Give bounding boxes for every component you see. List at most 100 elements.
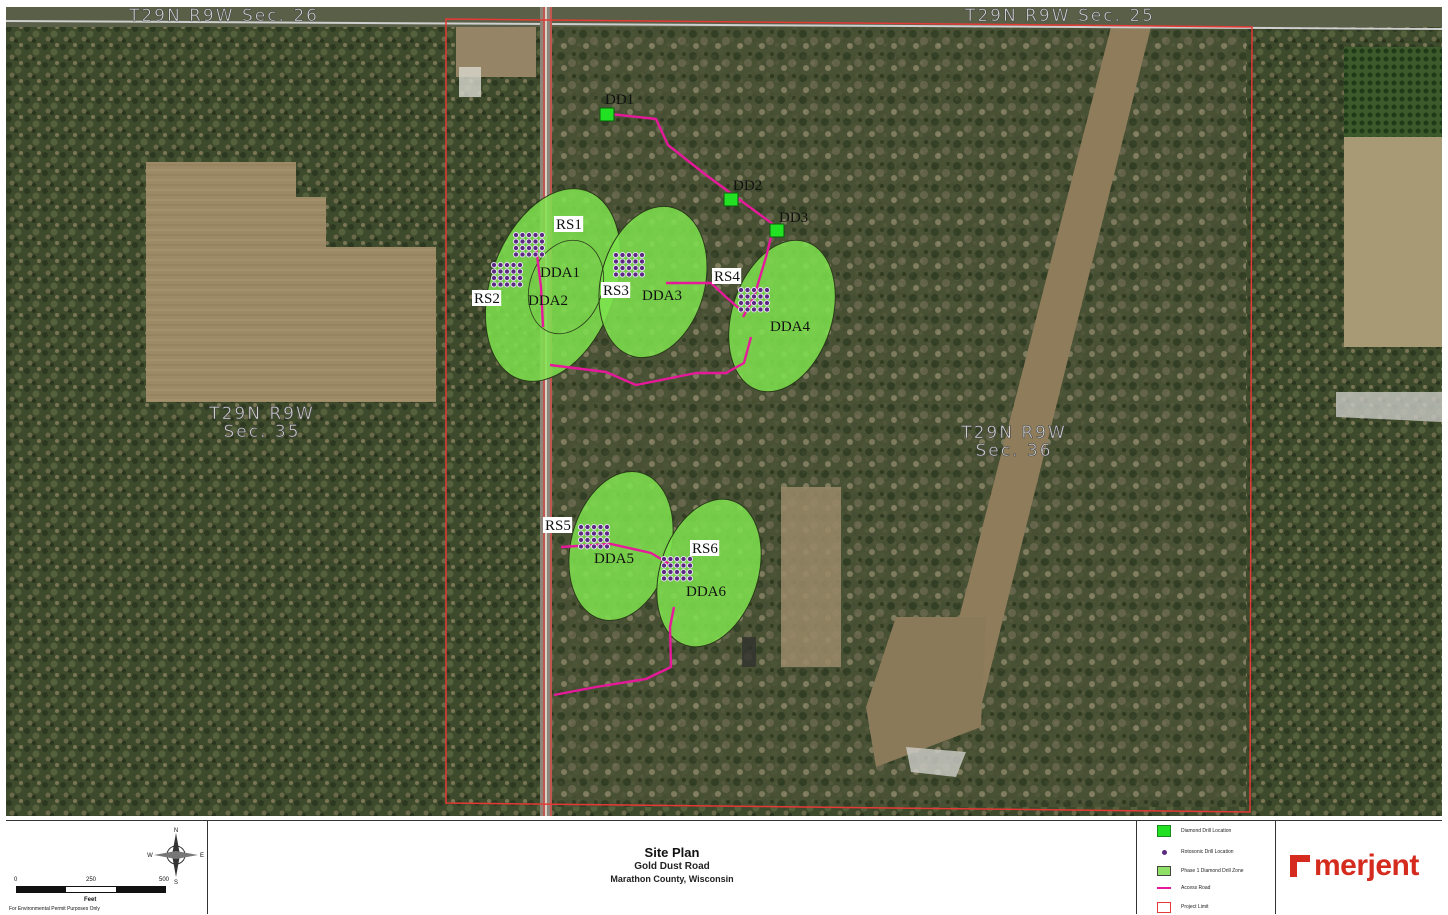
rotosonic-point[interactable] [632,251,639,259]
diamond-drill-3[interactable] [769,223,785,238]
rotosonic-point[interactable] [680,568,687,576]
rotosonic-point[interactable] [757,306,764,313]
rotosonic-point[interactable] [590,536,598,544]
rotosonic-point[interactable] [516,268,524,275]
rotosonic-point[interactable] [667,575,674,582]
rotosonic-grid-6[interactable] [660,555,694,582]
rotosonic-point[interactable] [525,238,533,245]
project-limit[interactable] [445,7,1253,816]
rotosonic-point[interactable] [632,271,639,278]
rotosonic-point[interactable] [660,575,668,582]
rotosonic-grid-4[interactable] [737,286,771,313]
rotosonic-point[interactable] [584,530,591,537]
rotosonic-point[interactable] [538,244,546,252]
rotosonic-point[interactable] [750,306,758,313]
rotosonic-point[interactable] [632,264,639,272]
rotosonic-point[interactable] [490,261,498,269]
rotosonic-point[interactable] [519,244,526,252]
rotosonic-point[interactable] [516,261,524,269]
rotosonic-point[interactable] [512,244,520,252]
rotosonic-grid-2[interactable] [490,261,524,288]
rotosonic-point[interactable] [737,293,745,300]
rotosonic-point[interactable] [525,251,533,258]
rotosonic-point[interactable] [667,568,674,576]
rotosonic-drill-locations[interactable] [490,231,771,582]
rotosonic-point[interactable] [603,523,611,531]
rotosonic-point[interactable] [763,293,771,300]
rotosonic-point[interactable] [597,523,604,531]
rotosonic-point[interactable] [490,274,498,282]
rotosonic-point[interactable] [680,555,687,563]
rotosonic-point[interactable] [686,568,694,576]
rotosonic-point[interactable] [737,306,745,313]
rotosonic-point[interactable] [638,251,646,259]
rotosonic-point[interactable] [512,231,520,239]
rotosonic-point[interactable] [519,231,526,239]
rotosonic-point[interactable] [497,268,504,275]
rotosonic-point[interactable] [525,244,533,252]
rotosonic-point[interactable] [638,264,646,272]
rotosonic-point[interactable] [619,258,626,265]
rotosonic-grid-5[interactable] [577,523,611,550]
rotosonic-point[interactable] [497,261,504,269]
rotosonic-point[interactable] [519,238,526,245]
rotosonic-point[interactable] [680,562,687,569]
rotosonic-point[interactable] [510,261,517,269]
rotosonic-point[interactable] [737,286,745,294]
rotosonic-point[interactable] [532,238,539,245]
rotosonic-point[interactable] [497,281,504,288]
diamond-drill-1[interactable] [599,107,615,122]
rotosonic-point[interactable] [744,306,751,313]
rotosonic-point[interactable] [667,555,674,563]
rotosonic-point[interactable] [519,251,526,258]
rotosonic-point[interactable] [577,523,585,531]
rotosonic-grid-1[interactable] [512,231,546,258]
rotosonic-point[interactable] [750,299,758,307]
rotosonic-point[interactable] [667,562,674,569]
rotosonic-point[interactable] [625,264,633,272]
rotosonic-point[interactable] [612,258,620,265]
rotosonic-point[interactable] [590,523,598,531]
rotosonic-point[interactable] [577,543,585,550]
rotosonic-point[interactable] [619,251,626,259]
rotosonic-point[interactable] [584,523,591,531]
rotosonic-point[interactable] [490,268,498,275]
rotosonic-point[interactable] [625,271,633,278]
rotosonic-point[interactable] [625,258,633,265]
rotosonic-point[interactable] [757,286,764,294]
rotosonic-grid-3[interactable] [612,251,646,278]
rotosonic-point[interactable] [744,299,751,307]
rotosonic-point[interactable] [686,555,694,563]
rotosonic-point[interactable] [538,231,546,239]
rotosonic-point[interactable] [490,281,498,288]
rotosonic-point[interactable] [619,264,626,272]
access-road-3[interactable] [666,281,744,313]
rotosonic-point[interactable] [750,286,758,294]
rotosonic-point[interactable] [584,536,591,544]
drill-zones[interactable] [461,170,854,661]
rotosonic-point[interactable] [510,274,517,282]
rotosonic-point[interactable] [532,244,539,252]
rotosonic-point[interactable] [510,268,517,275]
rotosonic-point[interactable] [660,568,668,576]
rotosonic-point[interactable] [673,562,681,569]
rotosonic-point[interactable] [744,286,751,294]
rotosonic-point[interactable] [516,281,524,288]
access-road-2[interactable] [549,336,753,387]
rotosonic-point[interactable] [757,293,764,300]
rotosonic-point[interactable] [597,536,604,544]
access-road-6[interactable] [553,606,676,697]
rotosonic-point[interactable] [632,258,639,265]
rotosonic-point[interactable] [503,261,511,269]
rotosonic-point[interactable] [512,238,520,245]
rotosonic-point[interactable] [763,306,771,313]
rotosonic-point[interactable] [680,575,687,582]
rotosonic-point[interactable] [603,543,611,550]
rotosonic-point[interactable] [763,286,771,294]
rotosonic-point[interactable] [638,258,646,265]
rotosonic-point[interactable] [757,299,764,307]
rotosonic-point[interactable] [737,299,745,307]
rotosonic-point[interactable] [532,231,539,239]
rotosonic-point[interactable] [673,555,681,563]
